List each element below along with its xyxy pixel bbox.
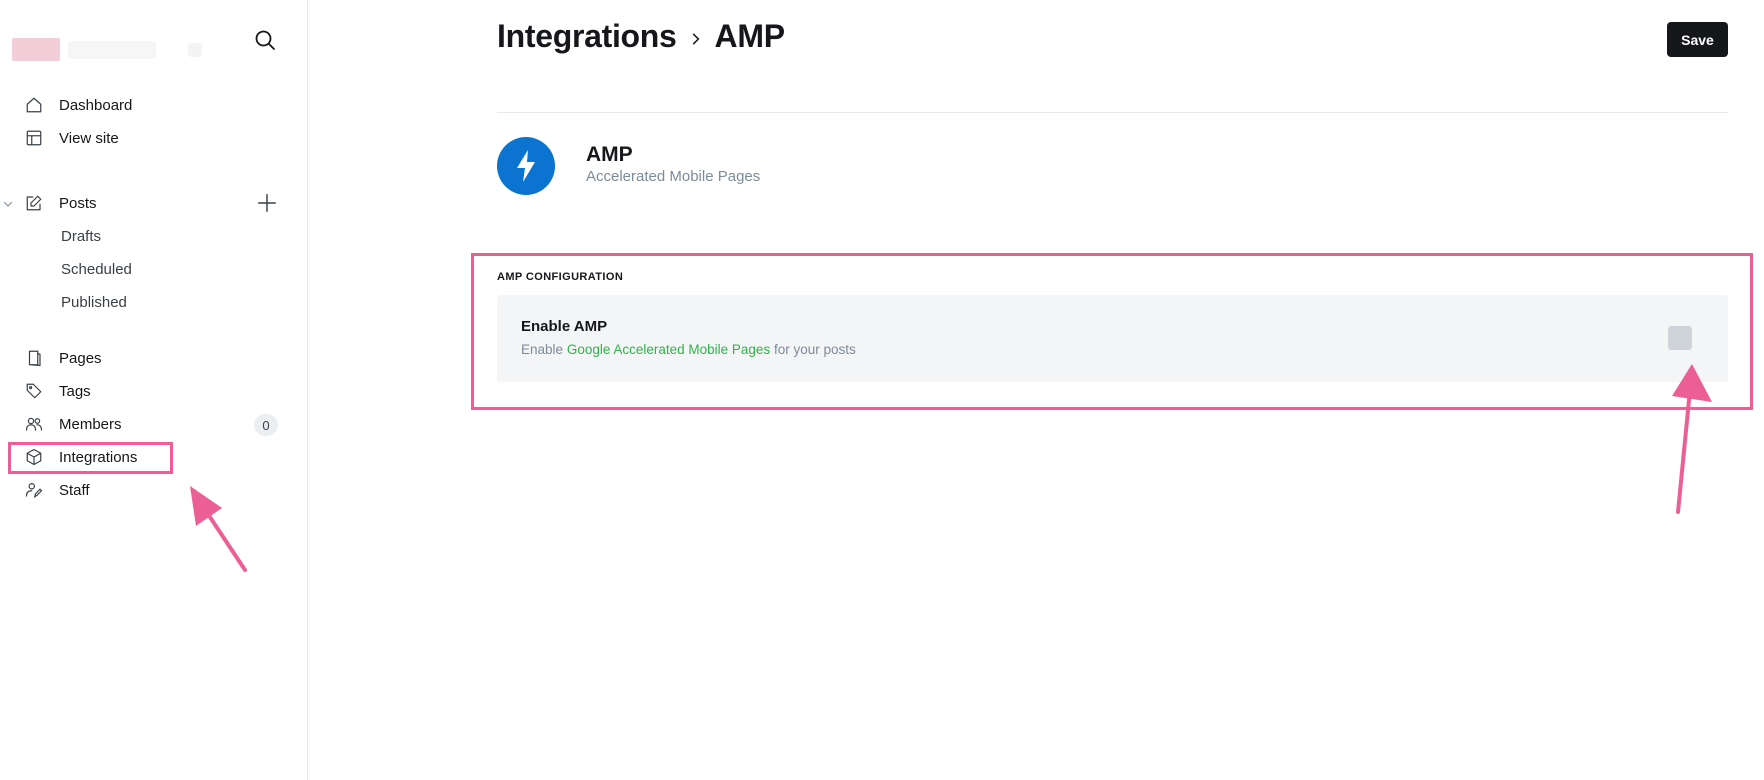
layout-icon <box>24 128 44 148</box>
sidebar-item-members[interactable]: Members <box>24 409 122 439</box>
breadcrumb-parent[interactable]: Integrations <box>497 18 677 54</box>
sidebar-item-staff[interactable]: Staff <box>24 475 90 505</box>
save-button[interactable]: Save <box>1667 22 1728 57</box>
sidebar-item-label: Staff <box>59 481 90 499</box>
sidebar-item-label: Pages <box>59 349 102 367</box>
config-card: Enable AMP Enable Google Accelerated Mob… <box>497 295 1728 382</box>
sidebar-item-pages[interactable]: Pages <box>24 343 102 373</box>
sidebar-subitem-drafts[interactable]: Drafts <box>61 227 102 245</box>
edit-icon <box>24 193 44 213</box>
app-description: Accelerated Mobile Pages <box>586 168 761 185</box>
sidebar-item-posts[interactable]: Posts <box>24 188 97 218</box>
sidebar: Dashboard View site Posts Drafts Schedul… <box>0 0 308 780</box>
config-desc-prefix: Enable <box>521 342 564 357</box>
sidebar-item-tags[interactable]: Tags <box>24 376 91 406</box>
members-count-badge: 0 <box>254 414 278 436</box>
config-description: Enable Google Accelerated Mobile Pages f… <box>521 342 856 357</box>
chevron-right-icon <box>683 32 709 46</box>
site-menu-icon <box>188 42 202 57</box>
chevron-down-icon[interactable] <box>2 197 16 211</box>
sidebar-item-label: Integrations <box>59 448 138 466</box>
breadcrumb: Integrations AMP <box>497 18 785 55</box>
app-name: AMP <box>586 143 633 166</box>
site-name <box>68 40 156 59</box>
amp-info-link[interactable]: Google Accelerated Mobile Pages <box>566 342 771 357</box>
members-icon <box>24 414 44 434</box>
config-desc-suffix: for your posts <box>773 342 856 357</box>
search-icon[interactable] <box>253 28 277 52</box>
sidebar-item-dashboard[interactable]: Dashboard <box>24 90 132 120</box>
home-icon <box>24 95 44 115</box>
header-divider <box>497 112 1728 113</box>
sidebar-item-label: Dashboard <box>59 96 133 114</box>
cube-icon <box>24 447 44 467</box>
section-label: AMP CONFIGURATION <box>497 271 624 283</box>
sidebar-subitem-published[interactable]: Published <box>61 293 127 311</box>
main-content: Integrations AMP Save AMP Accelerated Mo… <box>309 0 1764 780</box>
sidebar-item-label: View site <box>59 129 119 147</box>
breadcrumb-current: AMP <box>714 18 786 54</box>
sidebar-subitem-scheduled[interactable]: Scheduled <box>61 260 132 278</box>
sidebar-item-label: Members <box>59 415 122 433</box>
sidebar-item-label: Posts <box>59 194 97 212</box>
lightning-icon <box>497 137 555 195</box>
add-post-button[interactable] <box>256 192 278 214</box>
staff-icon <box>24 480 44 500</box>
highlight-box-integrations <box>8 442 173 474</box>
highlight-box-config <box>471 253 1753 410</box>
site-logo <box>12 38 60 61</box>
tag-icon <box>24 381 44 401</box>
sidebar-item-view-site[interactable]: View site <box>24 123 119 153</box>
enable-amp-checkbox[interactable] <box>1668 326 1692 350</box>
pages-icon <box>24 348 44 368</box>
config-title: Enable AMP <box>521 318 608 335</box>
sidebar-item-integrations[interactable]: Integrations <box>24 442 137 472</box>
brand[interactable] <box>12 38 202 61</box>
sidebar-item-label: Tags <box>59 382 91 400</box>
